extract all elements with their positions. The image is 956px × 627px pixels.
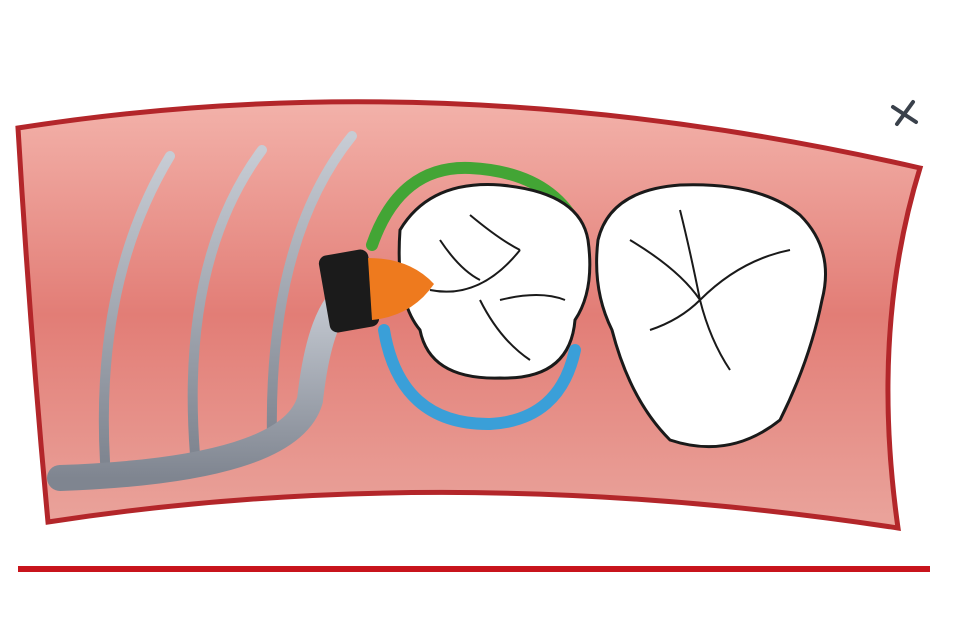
curing-light-tip: [318, 249, 434, 333]
tooth-left: [397, 183, 592, 380]
close-button[interactable]: [884, 94, 924, 128]
close-icon: [891, 100, 918, 126]
divider-line: [18, 566, 930, 572]
tooth-right: [595, 183, 827, 449]
